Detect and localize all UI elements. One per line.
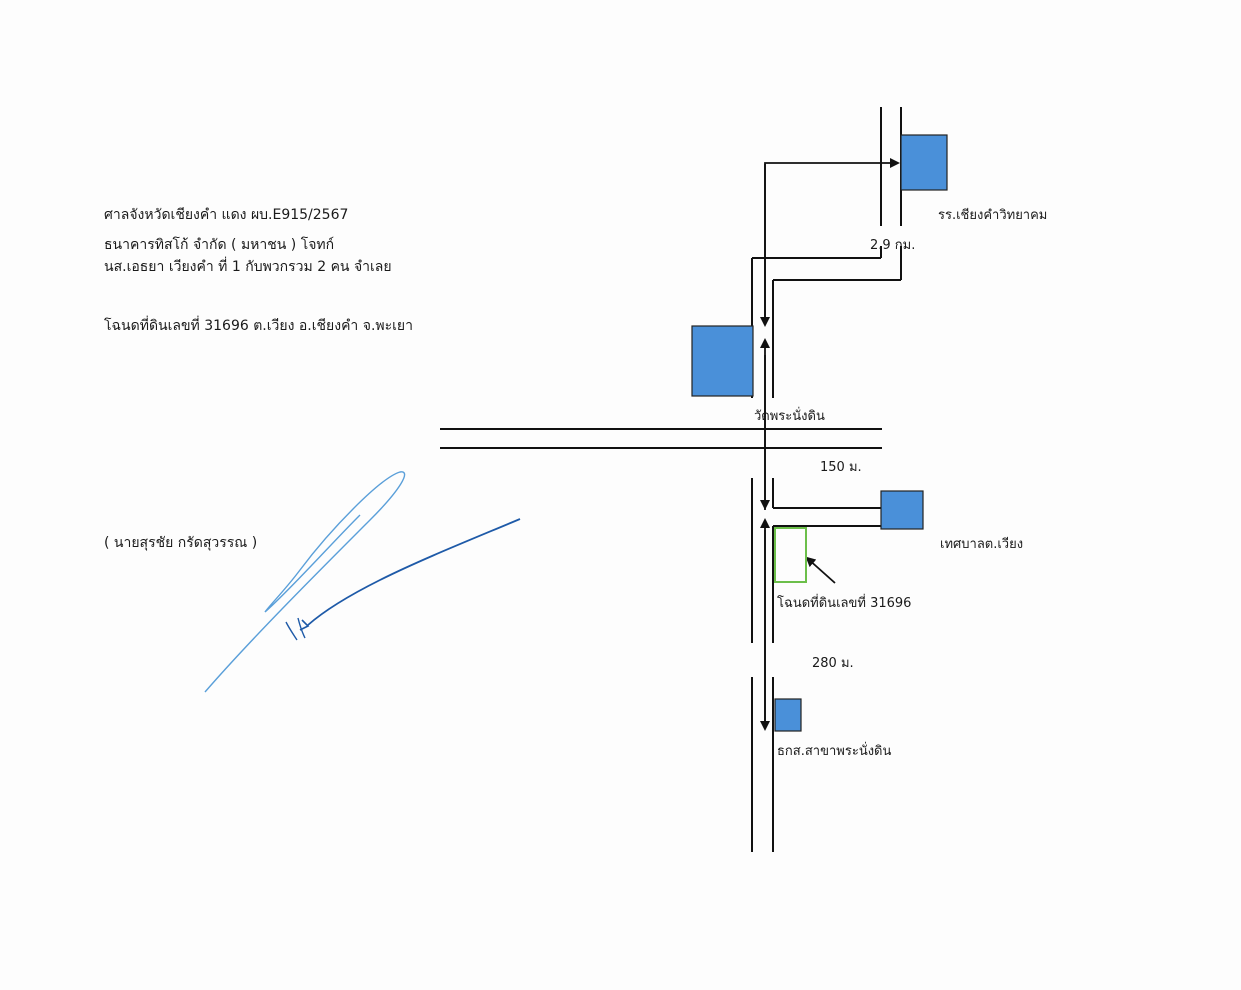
case-title: ศาลจังหวัดเชียงคำ แดง ผบ.E915/2567 <box>104 207 349 223</box>
distance-label-3: 280 ม. <box>812 656 854 671</box>
parcel-31696 <box>774 527 807 583</box>
bank-building-icon <box>774 698 802 732</box>
signer-name: ( นายสุรชัย กรัดสุวรรณ ) <box>104 535 258 551</box>
municipality-building-icon <box>880 490 924 530</box>
parcel-pointer-arrow <box>805 556 836 584</box>
signature-mark <box>204 471 521 693</box>
deed-line: โฉนดที่ดินเลขที่ 31696 ต.เวียง อ.เชียงคำ… <box>104 318 413 334</box>
defendant-line: นส.เอธยา เวียงคำ ที่ 1 กับพวกรวม 2 คน จำ… <box>104 259 392 275</box>
municipality-label: เทศบาลต.เวียง <box>940 537 1024 552</box>
plaintiff-line: ธนาคารทิสโก้ จำกัด ( มหาชน ) โจทก์ <box>104 237 335 253</box>
distance-label-1: 2.9 กม. <box>870 238 916 253</box>
temple-building-icon <box>691 325 754 397</box>
temple-label: วัดพระนั่งดิน <box>754 409 825 424</box>
distance-label-2: 150 ม. <box>820 460 862 475</box>
bank-label: ธกส.สาขาพระนั่งดิน <box>777 744 892 759</box>
parcel-label: โฉนดที่ดินเลขที่ 31696 <box>777 596 912 611</box>
school-building-icon <box>900 134 948 191</box>
school-label: รร.เชียงคำวิทยาคม <box>938 208 1048 223</box>
